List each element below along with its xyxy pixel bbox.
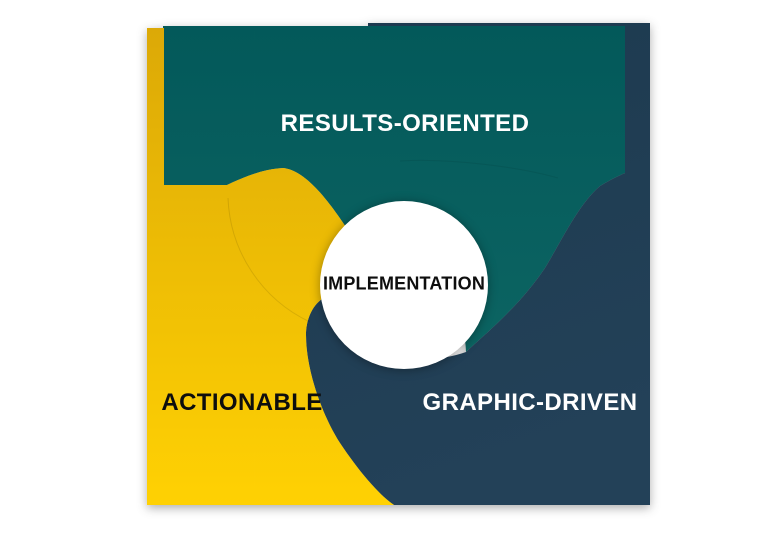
teal-circle-seam: [399, 159, 559, 179]
results-oriented-label: RESULTS-ORIENTED: [280, 110, 530, 137]
diagram-blobs: [147, 23, 650, 505]
actionable-region: [147, 28, 394, 505]
actionable-label: ACTIONABLE: [161, 389, 323, 416]
graphic-driven-region: [306, 23, 650, 505]
yellow-circle-seam: [227, 197, 311, 323]
implementation-hub-circle: [320, 201, 488, 369]
results-oriented-region: [163, 26, 625, 352]
graphic-driven-label: GRAPHIC-DRIVEN: [422, 389, 638, 416]
implementation-label: IMPLEMENTATION: [322, 273, 486, 294]
